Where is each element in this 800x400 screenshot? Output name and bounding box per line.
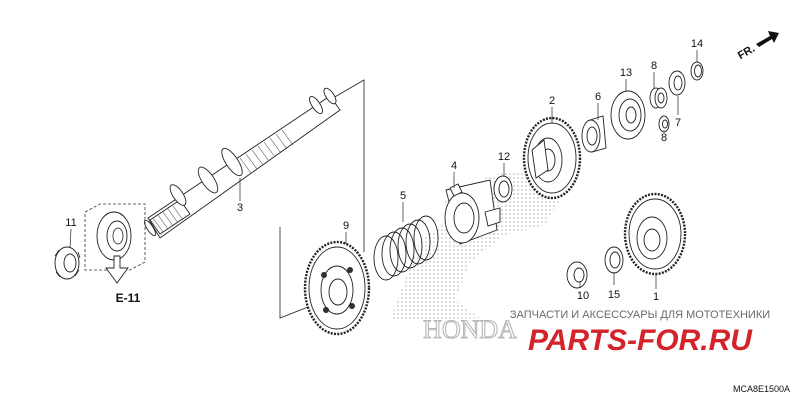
callout-6: 6 bbox=[595, 91, 601, 103]
reference-arrow-icon bbox=[105, 255, 129, 284]
lock-nut bbox=[54, 246, 81, 280]
callout-3: 3 bbox=[237, 202, 243, 214]
nut-10 bbox=[566, 261, 588, 289]
gear-2 bbox=[522, 116, 582, 200]
coil-spring bbox=[373, 215, 439, 281]
gear-large-left bbox=[303, 240, 371, 336]
callout-11: 11 bbox=[65, 217, 76, 229]
direction-label: FR. bbox=[736, 43, 757, 62]
bearing-13 bbox=[610, 90, 646, 140]
callout-5: 5 bbox=[400, 190, 406, 202]
mainshaft bbox=[143, 87, 341, 239]
front-direction-indicator: FR. bbox=[736, 31, 779, 62]
callout-numbers: 1 2 3 4 5 6 7 8 8 9 10 11 12 13 14 15 bbox=[65, 38, 703, 303]
callout-12: 12 bbox=[498, 151, 510, 163]
callout-7: 7 bbox=[675, 117, 681, 129]
leader-lines bbox=[69, 50, 698, 289]
diagram-code: MCA8E1500A bbox=[733, 384, 790, 394]
watermark-caption: ЗАПЧАСТИ И АКСЕССУАРЫ ДЛЯ МОТОТЕХНИКИ bbox=[510, 309, 770, 321]
callout-8-lower: 8 bbox=[661, 132, 667, 144]
front-arrow-icon bbox=[756, 31, 779, 47]
callout-8-upper: 8 bbox=[651, 60, 657, 72]
callout-15: 15 bbox=[608, 289, 620, 301]
callout-13: 13 bbox=[620, 67, 632, 79]
watermark-site: PARTS-FOR.RU bbox=[528, 324, 753, 357]
reference-label: E-11 bbox=[116, 291, 141, 305]
collar bbox=[444, 179, 501, 245]
brand-watermark: HONDA bbox=[423, 315, 517, 344]
callout-2: 2 bbox=[549, 95, 555, 107]
collar-8 bbox=[649, 87, 670, 133]
callout-1: 1 bbox=[653, 291, 659, 303]
bearing-reference-group bbox=[84, 203, 146, 284]
gear-large-right bbox=[623, 192, 687, 276]
callout-9: 9 bbox=[343, 220, 349, 232]
washer-15 bbox=[604, 246, 624, 274]
callout-4: 4 bbox=[451, 160, 457, 172]
callout-14: 14 bbox=[691, 38, 703, 50]
callout-10: 10 bbox=[577, 290, 589, 302]
snap-ring-14 bbox=[690, 61, 704, 81]
bushing-6 bbox=[581, 115, 607, 153]
washer-7 bbox=[668, 70, 686, 96]
washer-12 bbox=[493, 175, 513, 203]
